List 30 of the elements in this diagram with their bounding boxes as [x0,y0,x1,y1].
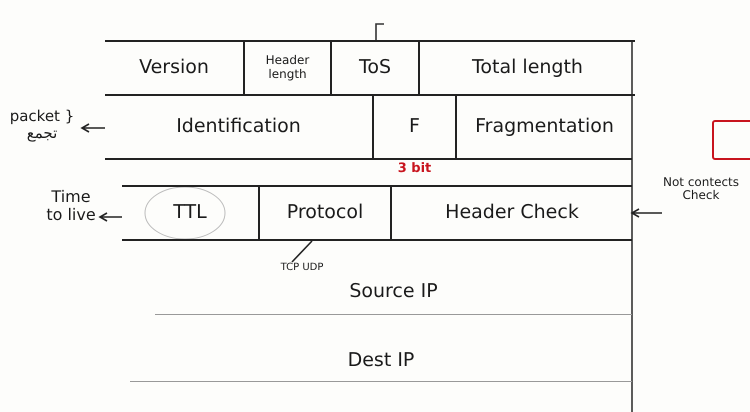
field-label: Total length [472,57,583,79]
annotation-text: Time to live [42,188,100,224]
header-field-cell [122,185,258,241]
field-label: TTL [173,202,207,224]
header-field-cell [418,40,635,96]
header-field-cell [243,40,330,96]
field-label: ToS [358,57,392,79]
field-label: Source IP [349,281,438,303]
connector-line [291,240,313,263]
header-field-cell [258,185,390,241]
arrow [99,212,122,222]
field-label: Header length [264,54,310,82]
header-field-cell [455,96,632,160]
arrow [631,208,662,218]
marker-box [712,120,750,160]
annotation-text: packet } تجمع [2,108,82,141]
header-field-cell [390,185,632,241]
header-field-cell [330,40,418,96]
annotation-text: TCP UDP [262,262,342,273]
header-field-cell [105,40,243,96]
field-label: Fragmentation [475,116,614,138]
annotation-text: Not contects Check [662,176,740,202]
field-label: Dest IP [348,350,414,372]
field-label: F [409,116,420,138]
bit-size-note: 3 bit [398,161,432,176]
field-label: Header Check [445,202,579,224]
field-label: Protocol [286,202,364,224]
arrow [81,123,105,133]
field-label: Identification [176,116,301,138]
field-label: Version [139,57,209,79]
